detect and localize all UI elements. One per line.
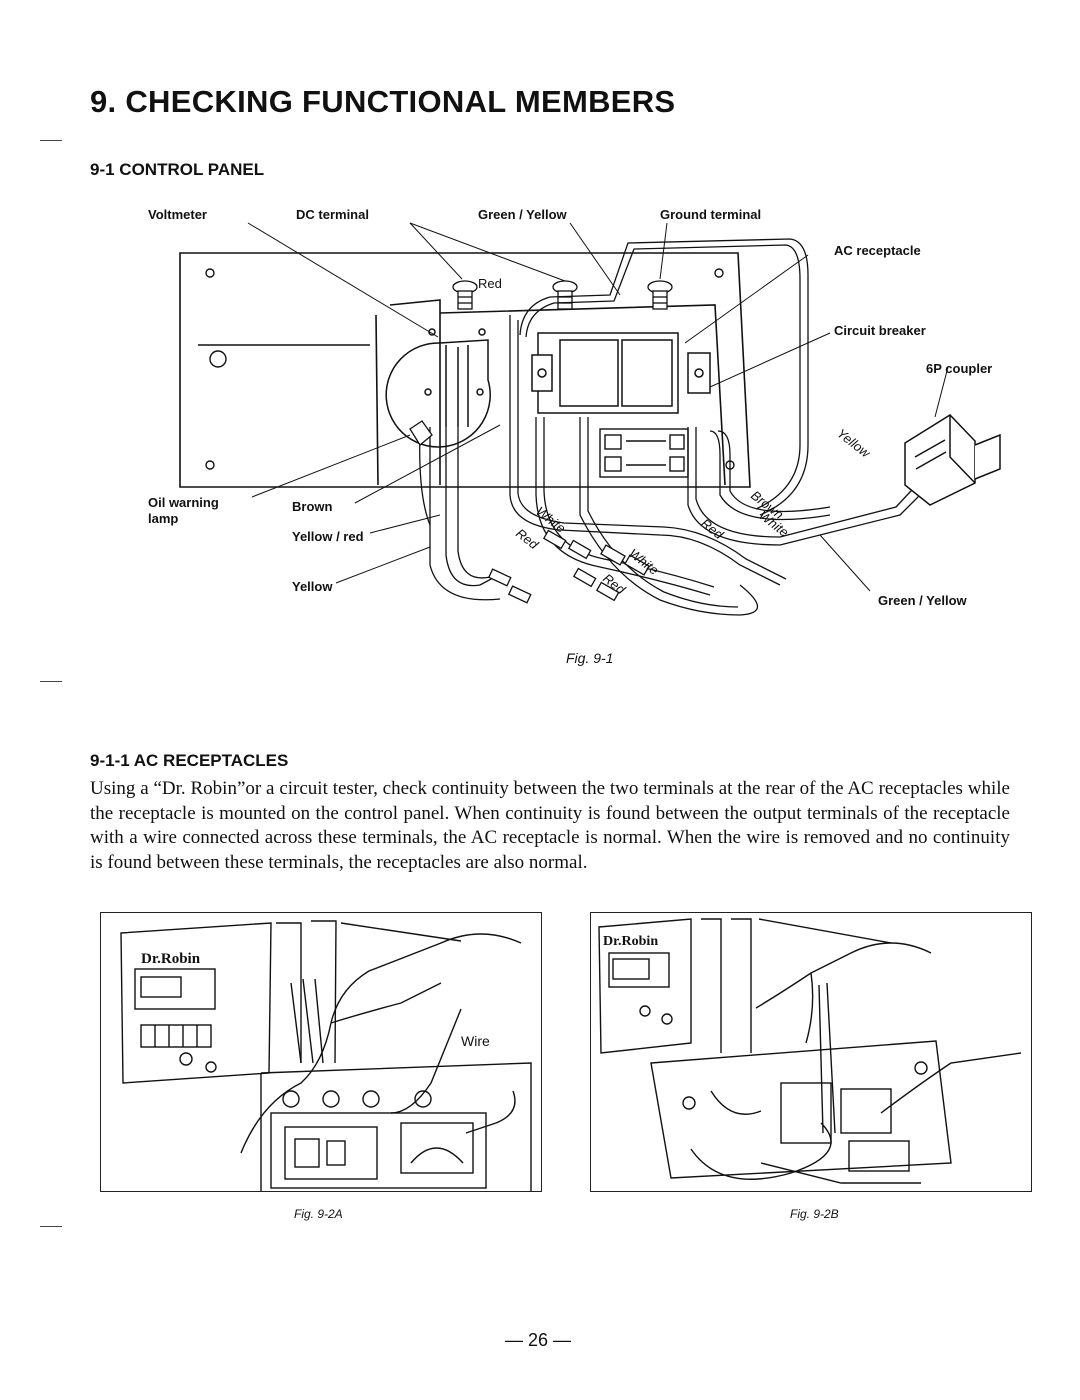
brown-label: Brown xyxy=(292,499,333,514)
6p-coupler-label: 6P coupler xyxy=(926,361,992,376)
voltmeter-label: Voltmeter xyxy=(148,207,207,222)
figure-2a-caption: Fig. 9-2A xyxy=(294,1207,343,1221)
figure-2a-brand-text: Dr.Robin xyxy=(141,951,201,967)
ground-terminal-label: Ground terminal xyxy=(660,207,761,222)
dc-terminal-label: DC terminal xyxy=(296,207,369,222)
control-panel-diagram: Voltmeter DC terminal Green / Yellow Gro… xyxy=(148,207,1001,616)
green-yellow-top-label: Green / Yellow xyxy=(478,207,568,222)
ac-receptacle-label: AC receptacle xyxy=(834,243,921,258)
6p-coupler xyxy=(904,414,1001,506)
margin-mark xyxy=(40,1226,62,1227)
oil-warning-label: Oil warning xyxy=(148,495,219,510)
wire-label-red-left: Red xyxy=(513,526,542,553)
figure-2b-caption: Fig. 9-2B xyxy=(790,1207,839,1221)
figure-2b-brand-text: Dr.Robin xyxy=(603,934,658,949)
margin-mark xyxy=(40,140,62,141)
red-terminal-label: Red xyxy=(478,276,502,291)
oil-warning-lamp-label: lamp xyxy=(148,511,178,526)
dc-terminal-screws xyxy=(452,280,673,310)
ac-receptacle xyxy=(531,332,711,414)
page-title: 9. CHECKING FUNCTIONAL MEMBERS xyxy=(90,84,676,119)
wire-label-yellow: Yellow xyxy=(834,426,874,462)
wire-label-red-right: Red xyxy=(698,516,727,543)
yellow-red-label: Yellow / red xyxy=(292,529,364,544)
wire-label-white-left: White xyxy=(533,504,568,536)
subsection-heading: 9-1-1 AC RECEPTACLES xyxy=(90,751,289,770)
green-yellow-bottom-label: Green / Yellow xyxy=(878,593,968,608)
wire-label: Wire xyxy=(461,1033,490,1049)
section-heading: 9-1 CONTROL PANEL xyxy=(90,160,265,179)
figure-2a-illustration: Dr.Robin Wire xyxy=(100,912,542,1192)
figure-1-caption: Fig. 9-1 xyxy=(566,650,614,666)
circuit-breaker xyxy=(599,428,689,478)
page-number: — 26 — xyxy=(505,1330,572,1350)
margin-mark xyxy=(40,681,62,682)
yellow-label: Yellow xyxy=(292,579,333,594)
body-paragraph: Using a “Dr. Robin”or a circuit tester, … xyxy=(90,778,1010,873)
circuit-breaker-label: Circuit breaker xyxy=(834,323,926,338)
figure-2b-illustration: Dr.Robin xyxy=(590,912,1032,1192)
